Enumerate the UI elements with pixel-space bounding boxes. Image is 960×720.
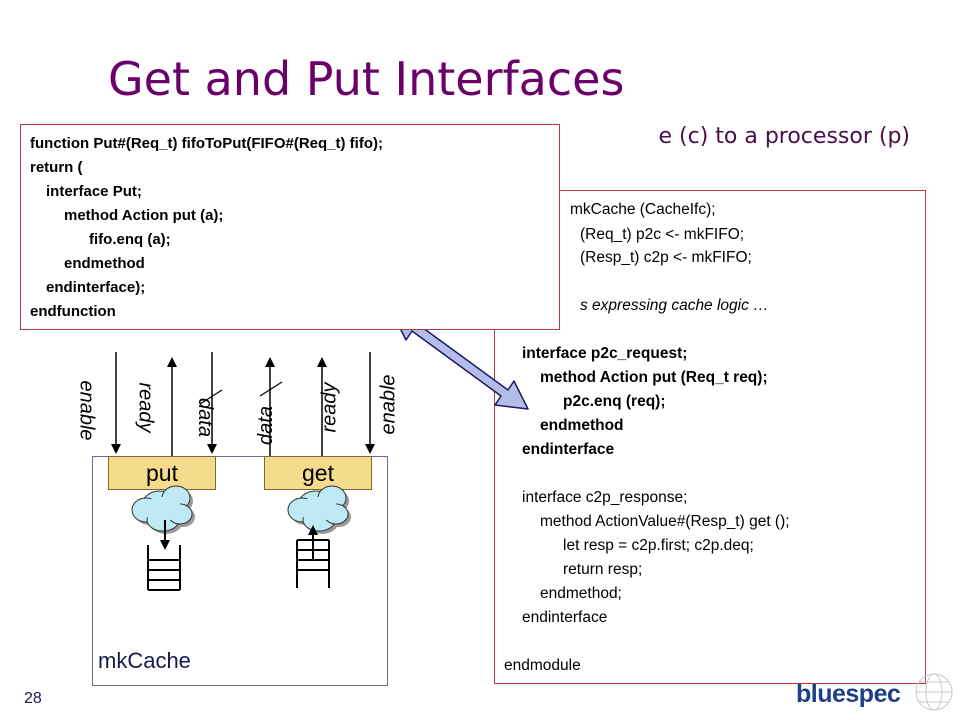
code-line: endinterface bbox=[522, 441, 615, 458]
put-cloud-icon bbox=[131, 485, 195, 534]
globe-logo-icon bbox=[915, 673, 953, 711]
code-line: endmodule bbox=[504, 657, 581, 674]
popup-line: method Action put (a); bbox=[64, 207, 224, 224]
put-fifo-icon bbox=[147, 545, 181, 591]
get-data-bus-tick bbox=[259, 381, 283, 397]
slide-title: Get and Put Interfaces bbox=[108, 52, 625, 106]
bluespec-logo: bluespec bbox=[796, 680, 901, 708]
code-line: endmethod; bbox=[540, 585, 622, 602]
code-line: (Req_t) p2c <- mkFIFO; bbox=[580, 226, 745, 243]
get-fifo-icon bbox=[296, 539, 330, 588]
code-line: method Action put (Req_t req); bbox=[540, 369, 768, 386]
code-line: let resp = c2p.first; c2p.deq; bbox=[563, 537, 754, 554]
code-line: interface c2p_response; bbox=[522, 489, 688, 506]
page-number: 28 bbox=[24, 690, 42, 707]
popup-line: function Put#(Req_t) fifoToPut(FIFO#(Req… bbox=[30, 135, 383, 152]
popup-line: endfunction bbox=[30, 303, 116, 320]
function-popup-box: function Put#(Req_t) fifoToPut(FIFO#(Req… bbox=[20, 124, 560, 330]
put-port: put bbox=[108, 456, 216, 490]
code-line: (Resp_t) c2p <- mkFIFO; bbox=[580, 249, 752, 266]
slide-subtitle: e (c) to a processor (p) bbox=[658, 124, 910, 149]
popup-line: interface Put; bbox=[46, 183, 142, 200]
code-line: mkCache (CacheIfc); bbox=[570, 201, 716, 218]
popup-line: return ( bbox=[30, 159, 83, 176]
module-code-box: mkCache (CacheIfc); (Req_t) p2c <- mkFIF… bbox=[494, 190, 926, 684]
get-port: get bbox=[264, 456, 372, 490]
module-label: mkCache bbox=[98, 648, 191, 673]
code-line: p2c.enq (req); bbox=[563, 393, 666, 410]
code-line: endmethod bbox=[540, 417, 624, 434]
code-line: return resp; bbox=[563, 561, 643, 578]
popup-line: endmethod bbox=[64, 255, 145, 272]
popup-line: endinterface); bbox=[46, 279, 146, 296]
code-line: endinterface bbox=[522, 609, 608, 626]
code-line: s expressing cache logic … bbox=[580, 297, 769, 314]
code-line: interface p2c_request; bbox=[522, 345, 688, 362]
popup-line: fifo.enq (a); bbox=[89, 231, 171, 248]
put-data-bus-tick bbox=[199, 389, 223, 405]
code-line: method ActionValue#(Resp_t) get (); bbox=[540, 513, 790, 530]
get-cloud-icon bbox=[287, 485, 351, 534]
